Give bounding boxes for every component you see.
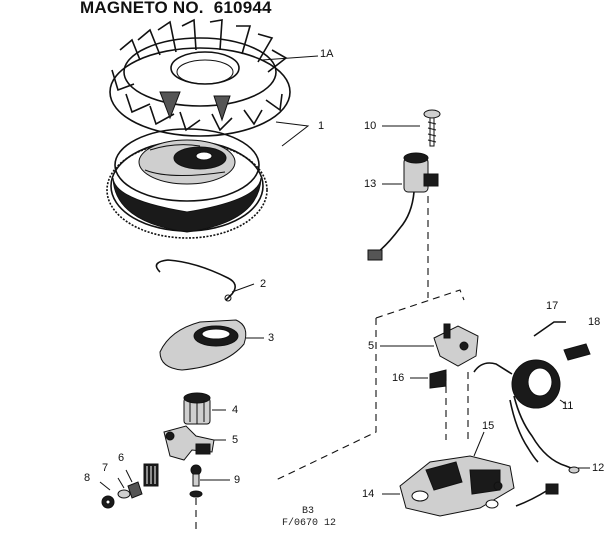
screw-9 <box>189 464 203 498</box>
callout-4: 4 <box>232 404 239 416</box>
callout-10: 10 <box>364 120 377 132</box>
breaker-plate <box>433 323 479 367</box>
footer-code-2: F/0670 12 <box>282 518 337 529</box>
callout-14: 14 <box>362 488 375 500</box>
screw-10 <box>423 109 441 147</box>
callout-6: 6 <box>118 452 125 464</box>
fan <box>109 18 291 137</box>
screw-8 <box>101 495 115 509</box>
wire-clip <box>155 259 236 302</box>
callout-3: 3 <box>268 332 275 344</box>
assembly-lines <box>195 196 469 530</box>
condenser <box>367 152 439 261</box>
diagram-title: MAGNETO NO. 610944 <box>80 0 282 18</box>
callout-18: 18 <box>588 316 601 328</box>
callout-5-upper: 5 <box>368 340 375 352</box>
callout-2: 2 <box>260 278 267 290</box>
breaker-arm <box>163 425 215 461</box>
leader-lines <box>99 55 590 495</box>
callout-12: 12 <box>592 462 605 474</box>
spring-17 <box>533 321 566 337</box>
callout-8: 8 <box>84 472 91 484</box>
callout-1a: 1A <box>320 48 334 60</box>
title-label: MAGNETO NO. <box>80 0 204 17</box>
callout-1: 1 <box>318 120 325 132</box>
callout-11: 11 <box>562 400 574 412</box>
callout-17: 17 <box>546 300 559 312</box>
callout-9: 9 <box>234 474 241 486</box>
terminal-6 <box>127 481 143 499</box>
washer-7 <box>117 489 131 499</box>
cam-sleeve <box>183 392 211 425</box>
ignition-coil <box>473 359 580 474</box>
title-number: 610944 <box>213 0 272 17</box>
callout-7: 7 <box>102 462 109 474</box>
spring-block <box>143 463 159 487</box>
point-cover <box>159 319 247 371</box>
callout-5: 5 <box>232 434 239 446</box>
spark-lead <box>515 483 559 507</box>
callout-15: 15 <box>482 420 495 432</box>
footer-code-1: B3 <box>302 506 315 517</box>
stator-plate <box>399 455 515 517</box>
callout-16: 16 <box>392 372 405 384</box>
part-18 <box>563 343 591 361</box>
felt-pad <box>429 369 447 389</box>
callout-13: 13 <box>364 178 377 190</box>
flywheel <box>106 128 268 239</box>
